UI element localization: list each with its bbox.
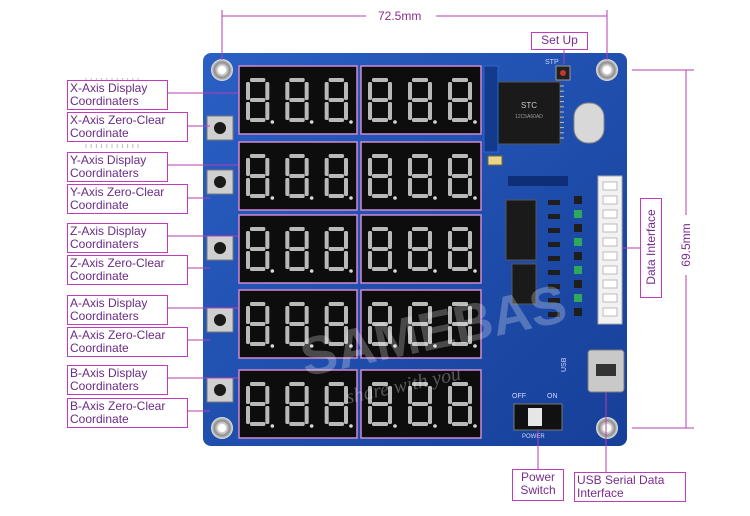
display-module [238,214,358,284]
seven-segment-displays [238,65,482,439]
zero-clear-button [206,377,234,403]
seven-segment-digit [408,382,437,428]
seven-segment-digit [448,78,477,124]
seven-segment-digit [246,154,275,200]
seven-segment-digit [448,227,477,273]
display-module [360,289,482,359]
seven-segment-digit [285,382,314,428]
zero-clear-button [206,235,234,261]
seven-segment-digit [246,78,275,124]
zero-clear-button [206,307,234,333]
chip-marking: STC [521,101,537,110]
seven-segment-digit [246,302,275,348]
seven-segment-digit [324,154,353,200]
seven-segment-digit [246,382,275,428]
display-module [238,369,358,439]
display-module [360,214,482,284]
display-module [360,369,482,439]
seven-segment-digit [285,302,314,348]
zero-clear-button [206,169,234,195]
height-dimension-label: 69.5mm [679,223,693,267]
power-switch-label: Power Switch [512,469,564,501]
seven-segment-digit [368,302,397,348]
seven-segment-digit [408,154,437,200]
seven-segment-digit [324,382,353,428]
display-module [238,65,358,135]
seven-segment-digit [324,227,353,273]
data-interface-label: Data Interface [644,209,658,285]
seven-segment-digit [368,227,397,273]
svg-text:STP: STP [545,59,559,66]
svg-text:POWER: POWER [522,434,545,440]
seven-segment-digit [285,78,314,124]
seven-segment-digit [324,302,353,348]
usb-serial-label: USB Serial Data Interface [574,472,686,502]
display-module [238,141,358,211]
data-interface-label-box [640,198,662,298]
crystal [573,102,605,144]
seven-segment-digit [408,227,437,273]
width-dimension-label: 72.5mm [376,9,424,23]
seven-segment-digit [368,154,397,200]
seven-segment-digit [408,78,437,124]
seven-segment-digit [246,227,275,273]
set-up-label: Set Up [531,32,588,50]
seven-segment-digit [285,154,314,200]
svg-text:USB: USB [561,357,568,372]
seven-segment-digit [448,302,477,348]
display-module [360,141,482,211]
display-module [360,65,482,135]
dimension-lines [221,10,694,429]
seven-segment-digit [408,302,437,348]
svg-text:12C5A60AD: 12C5A60AD [515,114,543,120]
mcu-chip [497,81,561,145]
seven-segment-digit [448,154,477,200]
push-buttons [206,115,234,403]
leader-lines [168,49,640,472]
svg-text:OFF: OFF [512,393,526,400]
seven-segment-digit [448,382,477,428]
seven-segment-digit [285,227,314,273]
seven-segment-digit [368,78,397,124]
display-module [238,289,358,359]
seven-segment-digit [324,78,353,124]
svg-text:ON: ON [547,393,558,400]
zero-clear-button [206,115,234,141]
seven-segment-digit [368,382,397,428]
